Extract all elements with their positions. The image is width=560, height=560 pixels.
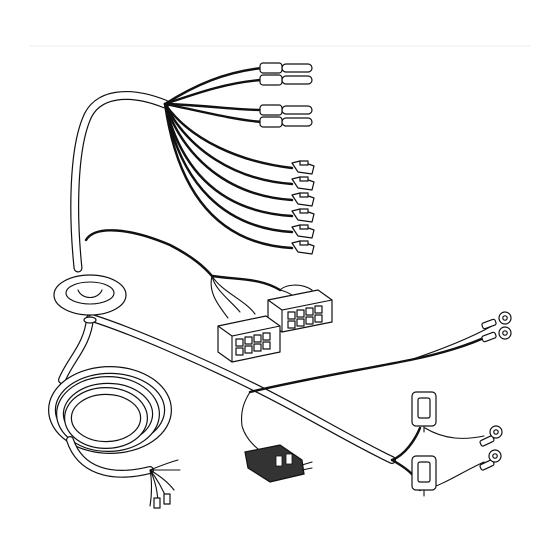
bullet-connector [260,105,312,115]
spade-terminal [292,225,314,238]
spade-terminal [292,241,314,254]
spade-terminal [292,177,314,190]
spade-terminal [292,209,314,222]
cable-end-wires [150,460,180,508]
flat-connector [245,445,312,482]
coiled-cable [52,370,168,474]
multi-pin-connectors [218,290,332,362]
ring-terminal [479,450,501,471]
multi-pin-connector [218,316,280,362]
spade-terminals [292,161,314,254]
bullet-connectors [260,63,312,127]
bullet-connector [260,75,312,85]
main-cable [75,96,165,268]
ring-terminals [479,312,511,471]
fuse-holder [412,392,436,432]
inline-fuse-holders [392,392,484,496]
fuse-holder [412,456,436,496]
spade-terminal [292,161,314,174]
wire-fan [165,68,292,248]
bullet-connector [260,117,312,127]
bullet-connector [260,63,312,73]
spade-terminal [292,193,314,206]
